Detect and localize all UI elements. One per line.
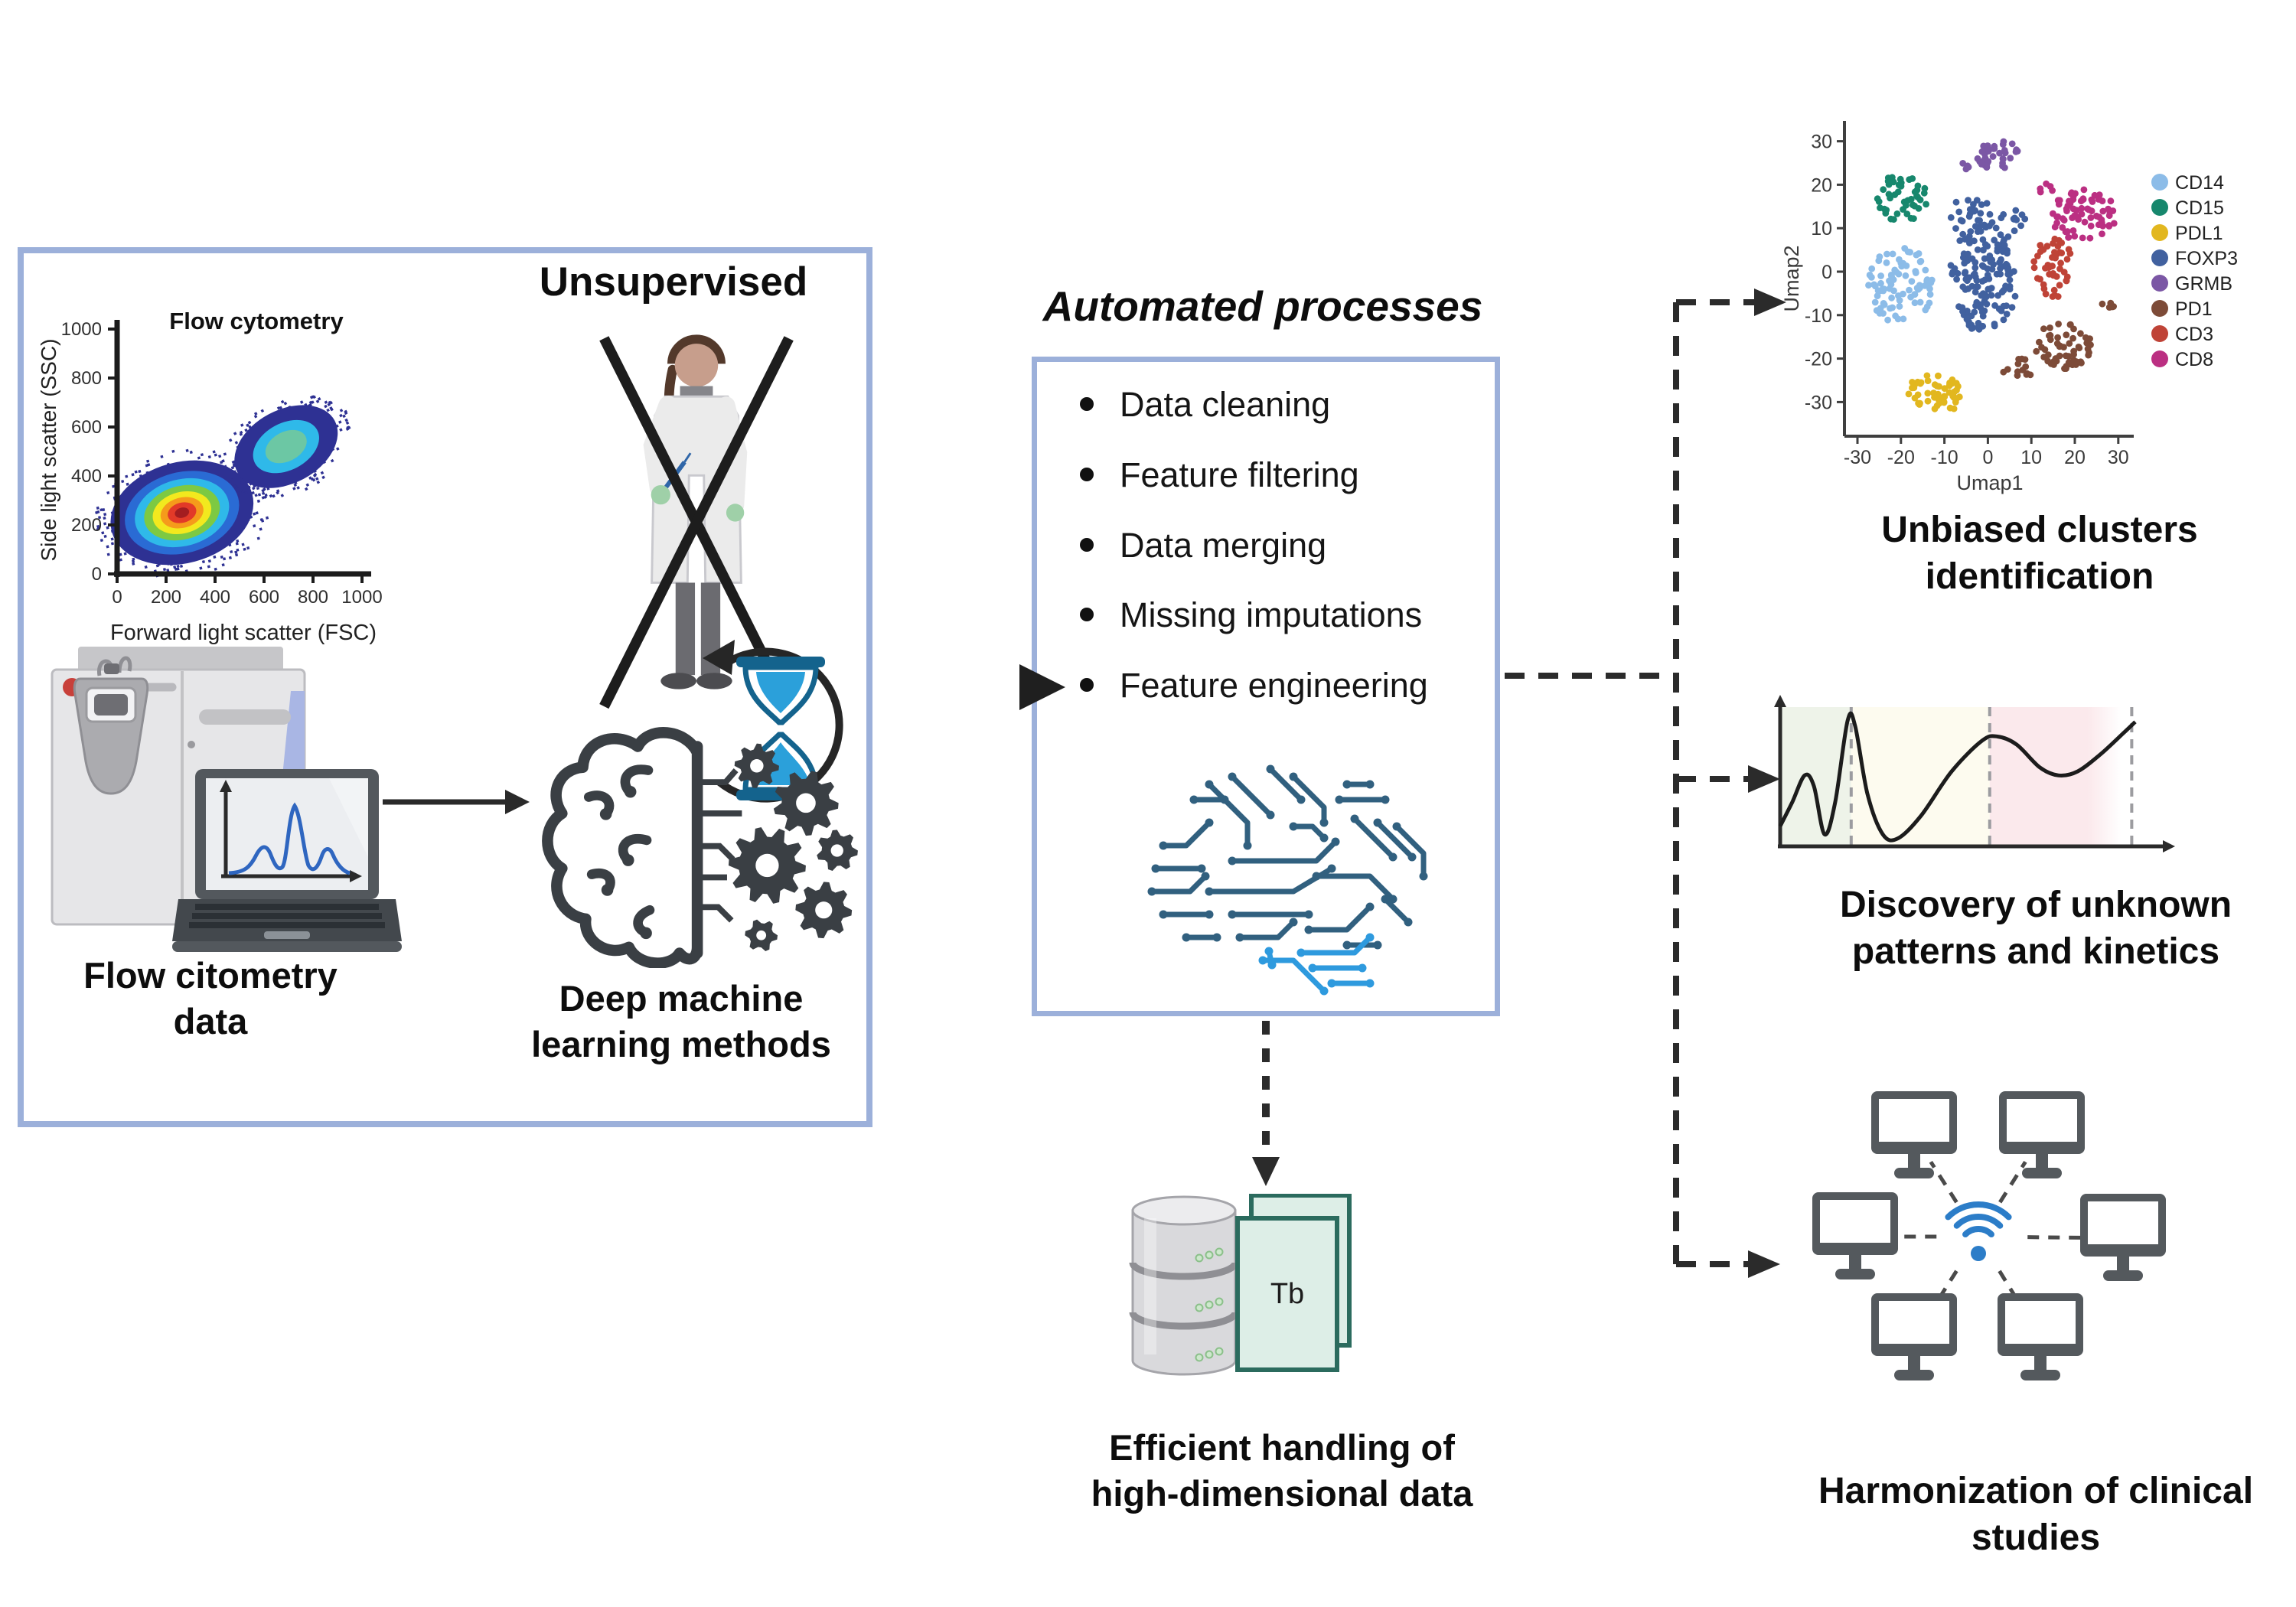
cross-out-icon <box>599 336 794 709</box>
bullet-icon <box>1080 678 1094 692</box>
laptop-icon <box>172 769 402 952</box>
automated-processes-title: Automated processes <box>1042 282 1483 330</box>
svg-text:600: 600 <box>71 417 102 438</box>
svg-text:Side light scatter (SSC): Side light scatter (SSC) <box>37 339 60 562</box>
svg-text:800: 800 <box>298 587 328 608</box>
computer-network-icon <box>1812 1091 2166 1380</box>
svg-text:CD14: CD14 <box>2175 172 2224 194</box>
svg-text:0: 0 <box>1982 447 1993 468</box>
bullet-icon <box>1080 608 1094 622</box>
svg-text:600: 600 <box>249 587 279 608</box>
process-list: Data cleaning Feature filtering Data mer… <box>1037 362 1495 706</box>
svg-text:-10: -10 <box>1931 447 1958 468</box>
svg-text:PDL1: PDL1 <box>2175 223 2223 244</box>
svg-text:Umap2: Umap2 <box>1780 245 1803 311</box>
svg-text:-10: -10 <box>1805 305 1832 327</box>
bullet-icon <box>1080 537 1094 552</box>
monitor-icon <box>2080 1194 2166 1281</box>
scientist-crossed-icon <box>599 334 794 709</box>
bullet-icon <box>1080 397 1094 411</box>
svg-text:800: 800 <box>71 368 102 389</box>
svg-text:PD1: PD1 <box>2175 298 2213 320</box>
hourglass-sand-top <box>756 672 805 713</box>
svg-text:CD8: CD8 <box>2175 349 2213 370</box>
storage-caption: Efficient handling of high-dimensional d… <box>1091 1427 1473 1514</box>
svg-text:400: 400 <box>71 466 102 487</box>
data-card-front <box>1235 1216 1339 1372</box>
svg-text:20: 20 <box>1811 174 1832 196</box>
process-item: Feature filtering <box>1060 455 1487 495</box>
histogram-curve <box>228 802 351 875</box>
svg-text:10: 10 <box>2020 447 2042 468</box>
wifi-icon <box>1945 1201 2012 1261</box>
svg-text:-30: -30 <box>1805 392 1832 413</box>
svg-text:-20: -20 <box>1887 447 1915 468</box>
glove-right <box>726 504 745 522</box>
automated-processes-box: Data cleaning Feature filtering Data mer… <box>1032 357 1500 1016</box>
svg-text:1000: 1000 <box>61 319 102 340</box>
glove-left <box>651 484 670 505</box>
svg-text:10: 10 <box>1811 218 1832 240</box>
svg-text:0: 0 <box>92 564 102 585</box>
svg-text:-30: -30 <box>1844 447 1871 468</box>
kinetics-plot <box>1774 695 2175 852</box>
circuit-brain-icon <box>1147 764 1428 996</box>
monitor-icon <box>1999 1091 2085 1178</box>
svg-text:Forward light scatter (FSC): Forward light scatter (FSC) <box>110 621 377 645</box>
svg-text:20: 20 <box>2064 447 2086 468</box>
svg-text:200: 200 <box>71 515 102 536</box>
svg-text:FOXP3: FOXP3 <box>2175 248 2238 269</box>
process-item: Missing imputations <box>1060 595 1487 635</box>
svg-text:30: 30 <box>2108 447 2129 468</box>
svg-text:0: 0 <box>1821 262 1832 283</box>
process-item: Data merging <box>1060 526 1487 566</box>
svg-text:400: 400 <box>200 587 230 608</box>
svg-text:30: 30 <box>1811 132 1832 153</box>
svg-text:CD15: CD15 <box>2175 197 2224 219</box>
svg-text:0: 0 <box>112 587 122 608</box>
svg-text:1000: 1000 <box>341 587 382 608</box>
box-to-database-dashed-arrow <box>1252 1021 1280 1186</box>
flow-data-caption: Flow citometry data <box>83 955 338 1042</box>
umap-caption: Unbiased clusters identification <box>1881 510 2198 598</box>
flow-cytometry-plot: 0 200 400 600 800 1000 0 200 400 600 800 1000 Flow c… <box>37 308 383 645</box>
kinetics-caption: Discovery of unknown patterns and kineti… <box>1839 885 2232 973</box>
monitor-icon <box>1871 1293 1957 1380</box>
brain-gears-icon <box>542 727 858 968</box>
process-item: Data cleaning <box>1060 385 1487 425</box>
unsupervised-heading: Unsupervised <box>539 259 808 305</box>
monitor-icon <box>1998 1293 2083 1380</box>
svg-text:-20: -20 <box>1805 349 1832 370</box>
svg-text:200: 200 <box>151 587 181 608</box>
bullet-icon <box>1080 467 1094 481</box>
monitor-icon <box>1812 1192 1898 1279</box>
deep-learning-caption: Deep machine learning methods <box>531 978 831 1065</box>
network-caption: Harmonization of clinical studies <box>1818 1471 2254 1559</box>
database-icon: Tb <box>1129 1194 1352 1376</box>
process-item: Feature engineering <box>1060 666 1487 706</box>
svg-text:Flow cytometry: Flow cytometry <box>169 308 344 334</box>
svg-text:GRMB: GRMB <box>2175 273 2232 295</box>
svg-text:Umap1: Umap1 <box>1956 471 2023 494</box>
monitor-icon <box>1871 1091 1957 1178</box>
tb-label: Tb <box>1270 1278 1304 1310</box>
svg-text:CD3: CD3 <box>2175 324 2213 345</box>
